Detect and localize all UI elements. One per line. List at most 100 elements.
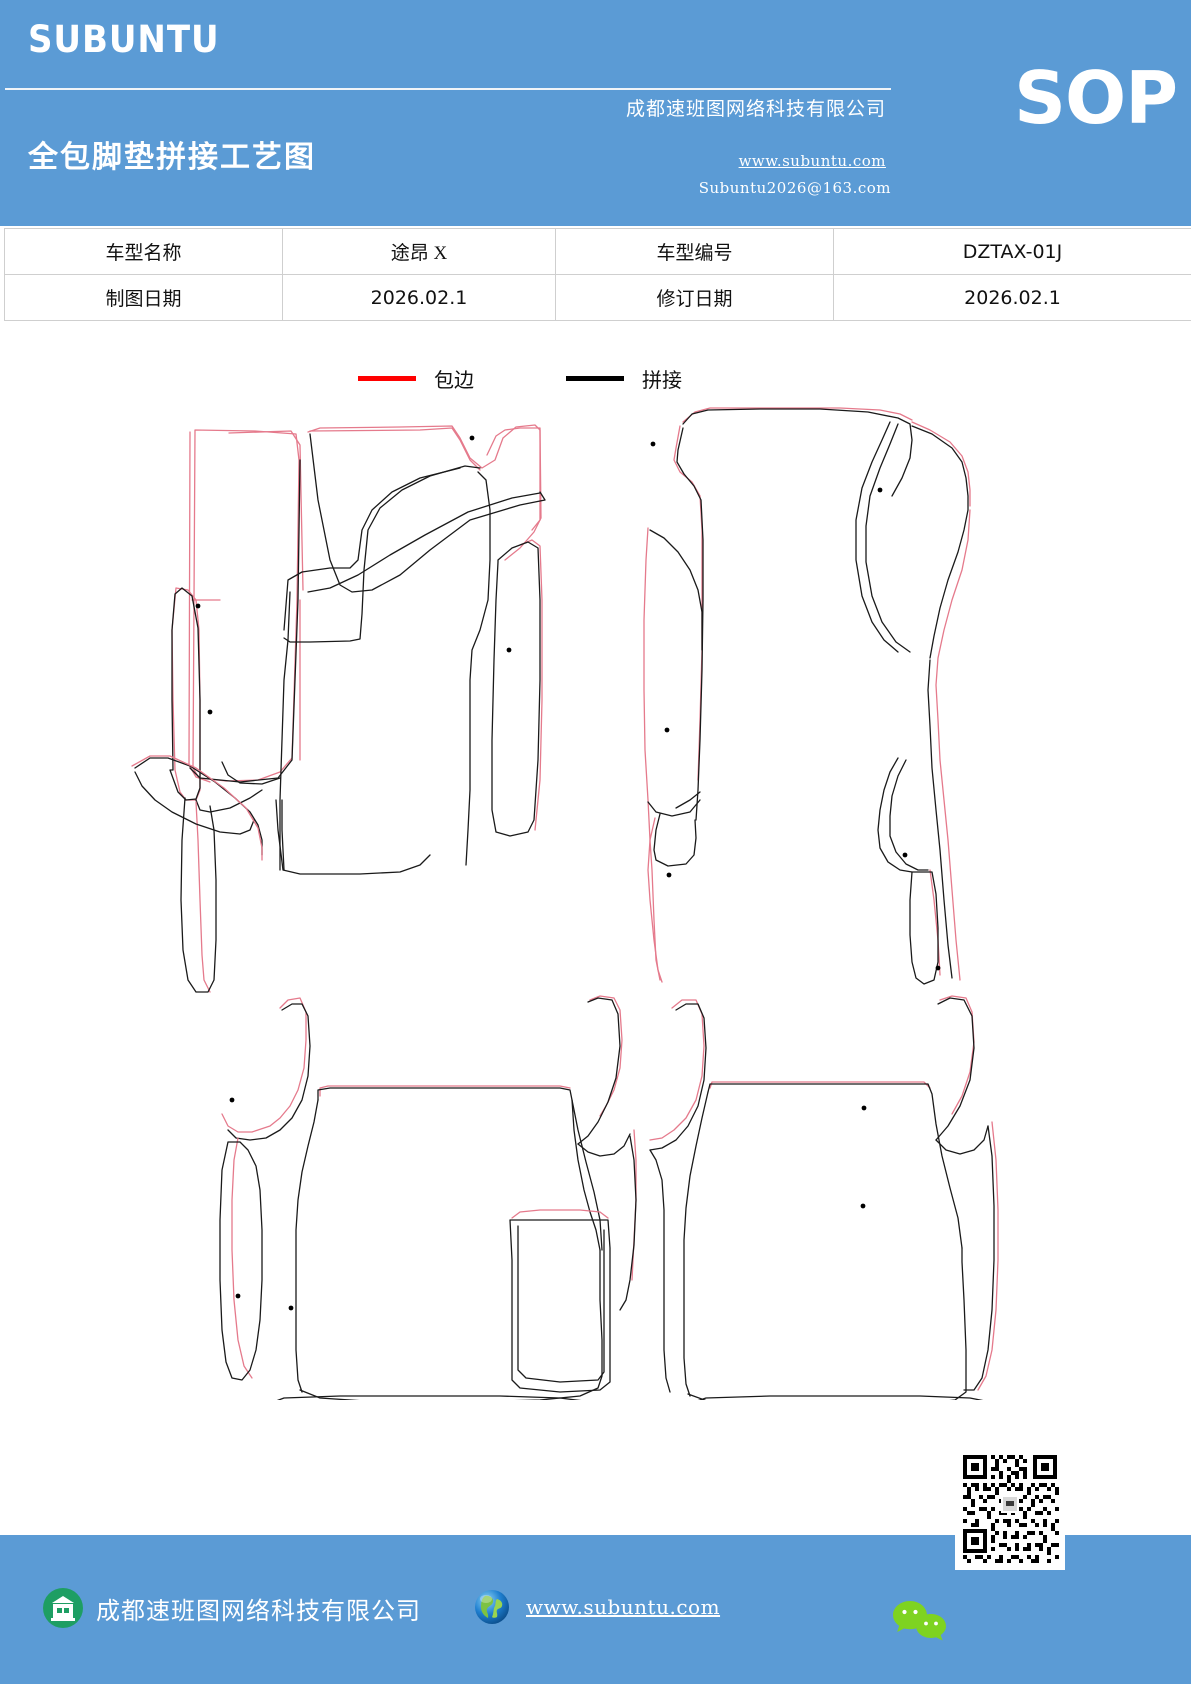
seam-line-rear-main-bottom bbox=[687, 1247, 967, 1400]
binding-outline-front-left-foot bbox=[195, 801, 211, 993]
floor-mat-technical-drawing bbox=[0, 400, 1191, 1400]
seam-line-front-right-foot bbox=[647, 799, 701, 817]
header-website-link[interactable]: www.subuntu.com bbox=[738, 152, 886, 170]
seam-line-rear-right-wing bbox=[935, 997, 975, 1141]
value-revision-date: 2026.02.1 bbox=[833, 274, 1191, 321]
black-line-swatch-icon bbox=[566, 376, 624, 381]
binding-outline-second-row-left-strip bbox=[231, 1137, 253, 1379]
seam-line-second-row-left bbox=[227, 1003, 311, 1141]
seam-line-front-left-a bbox=[189, 459, 301, 783]
seam-line-bottom-strip-right bbox=[697, 1395, 984, 1400]
legend-label-binding: 包边 bbox=[434, 370, 474, 392]
wechat-icon bbox=[893, 1601, 946, 1641]
document-type-badge: SOP bbox=[1014, 56, 1178, 140]
table-row: 制图日期 2026.02.1 修订日期 2026.02.1 bbox=[4, 274, 1191, 321]
seam-line-rear-main-left bbox=[683, 1091, 709, 1397]
seam-line-front-right-strip2 bbox=[675, 791, 701, 809]
label-draw-date: 制图日期 bbox=[4, 274, 283, 321]
binding-outline-second-row-right bbox=[589, 995, 623, 1117]
seam-line-second-row-left-strip bbox=[219, 1141, 263, 1381]
seam-line-front-left-foot-a bbox=[195, 789, 263, 813]
legend-label-seam: 拼接 bbox=[642, 370, 682, 392]
binding-outline-front-right-foot bbox=[647, 817, 663, 983]
seam-line-second-row-main-left bbox=[295, 1099, 319, 1393]
seam-line-front-left-f bbox=[283, 465, 481, 643]
seam-line-rear-right-strip bbox=[963, 1125, 995, 1391]
seam-line-rear-main bbox=[707, 1083, 963, 1249]
seam-line-front-left-b bbox=[309, 433, 546, 593]
seam-line-front-right-far bbox=[911, 425, 969, 659]
footer-website-link[interactable]: www.subuntu.com bbox=[526, 1595, 721, 1619]
seam-line-center-small-inner bbox=[517, 1225, 605, 1383]
seam-line-second-row-main bbox=[317, 1087, 601, 1251]
footer-wechat bbox=[893, 1599, 949, 1648]
seam-line-front-right-foot-b bbox=[653, 813, 697, 867]
seam-line-front-left-bottom bbox=[275, 799, 431, 875]
binding-outline-rear-right-strip bbox=[977, 1121, 999, 1391]
seam-line-front-left-g bbox=[169, 587, 201, 801]
page-header: SUBUNTU 全包脚垫拼接工艺图 成都速班图网络科技有限公司 SOP www.… bbox=[0, 0, 1191, 226]
seam-line-second-row-main-right bbox=[571, 1099, 603, 1251]
red-line-swatch-icon bbox=[358, 376, 416, 381]
binding-outline-front-left bbox=[188, 427, 541, 783]
seam-line-rear-left-edge bbox=[649, 1149, 671, 1393]
seam-line-second-row-right-b bbox=[577, 1133, 631, 1157]
seam-line-front-left-foot-b bbox=[180, 797, 217, 993]
footer-website[interactable]: www.subuntu.com bbox=[472, 1587, 720, 1627]
binding-outline-front-right-strip bbox=[643, 527, 661, 981]
binding-outline-second-row-main bbox=[319, 1085, 571, 1097]
seam-line-front-right-inner-edge bbox=[855, 421, 899, 653]
mat-pattern-svg bbox=[131, 407, 999, 1400]
seam-line-front-left-c bbox=[307, 492, 541, 593]
legend-item-seam: 拼接 bbox=[566, 364, 682, 393]
globe-icon bbox=[475, 1590, 509, 1624]
seam-line-front-right-strip bbox=[649, 529, 703, 651]
page-title: 全包脚垫拼接工艺图 bbox=[28, 140, 316, 175]
seam-line-front-right-left bbox=[676, 427, 704, 821]
seam-line-front-right-top bbox=[682, 408, 913, 497]
footer-company-name: 成都速班图网络科技有限公司 bbox=[96, 1598, 421, 1625]
binding-outline-rear-right-wing bbox=[939, 995, 975, 1115]
binding-outline-front-left-inner bbox=[519, 539, 543, 831]
footer-company: 成都速班图网络科技有限公司 bbox=[42, 1587, 421, 1629]
seam-line-second-row-right-strip bbox=[619, 1135, 637, 1311]
binding-outline-rear bbox=[649, 999, 705, 1141]
binding-outline-center-small bbox=[511, 1209, 609, 1219]
seam-line-front-left-pad bbox=[221, 761, 281, 785]
footer-qr-code[interactable] bbox=[955, 1439, 1065, 1570]
seam-line-second-row-main-bottom bbox=[299, 1249, 603, 1400]
label-model-code: 车型编号 bbox=[555, 228, 834, 275]
binding-outline-front-right-tail bbox=[929, 869, 941, 976]
value-model-name: 途昂 X bbox=[282, 228, 556, 275]
binding-outline-front-right-far bbox=[911, 421, 971, 507]
binding-outline-front-right bbox=[682, 407, 913, 423]
label-revision-date: 修订日期 bbox=[555, 274, 834, 321]
seam-line-center-small bbox=[509, 1219, 611, 1393]
seam-line-front-right-inner-edge2 bbox=[865, 423, 911, 653]
header-email[interactable]: Subuntu2026@163.com bbox=[698, 179, 891, 197]
seam-line-front-left-e bbox=[283, 467, 461, 631]
binding-outline-rear-main-top bbox=[709, 1081, 931, 1089]
alignment-marker-dots bbox=[195, 435, 941, 1311]
seam-line-front-right-pad2 bbox=[889, 759, 929, 871]
binding-outline-second-row-left bbox=[221, 997, 307, 1133]
seam-line-front-right-vert bbox=[927, 659, 953, 979]
seam-line-front-left-pad-outline bbox=[134, 757, 263, 856]
value-draw-date: 2026.02.1 bbox=[282, 274, 556, 321]
binding-outline-front-left-panel bbox=[307, 424, 542, 561]
building-icon bbox=[43, 1588, 83, 1628]
seam-line-bottom-strip-left bbox=[276, 1395, 582, 1400]
seam-line-rear-right-wing-b bbox=[935, 1125, 989, 1155]
seam-line-front-left-d bbox=[279, 591, 291, 871]
binding-outline-left-strip bbox=[192, 429, 300, 782]
header-divider bbox=[5, 88, 891, 90]
binding-outline-front-right-vert bbox=[935, 509, 971, 981]
seam-line-rear-left-wing bbox=[649, 1003, 707, 1151]
legend-item-binding: 包边 bbox=[358, 364, 474, 393]
seam-line-front-left-right-edge bbox=[465, 471, 491, 866]
seam-line-second-row-right bbox=[577, 997, 621, 1145]
vehicle-info-table: 车型名称 途昂 X 车型编号 DZTAX-01J 制图日期 2026.02.1 … bbox=[4, 228, 1191, 321]
drawing-legend: 包边 拼接 bbox=[0, 358, 1191, 398]
seam-line-front-right-tail bbox=[909, 871, 939, 985]
seam-line-front-left-inner bbox=[491, 541, 541, 837]
